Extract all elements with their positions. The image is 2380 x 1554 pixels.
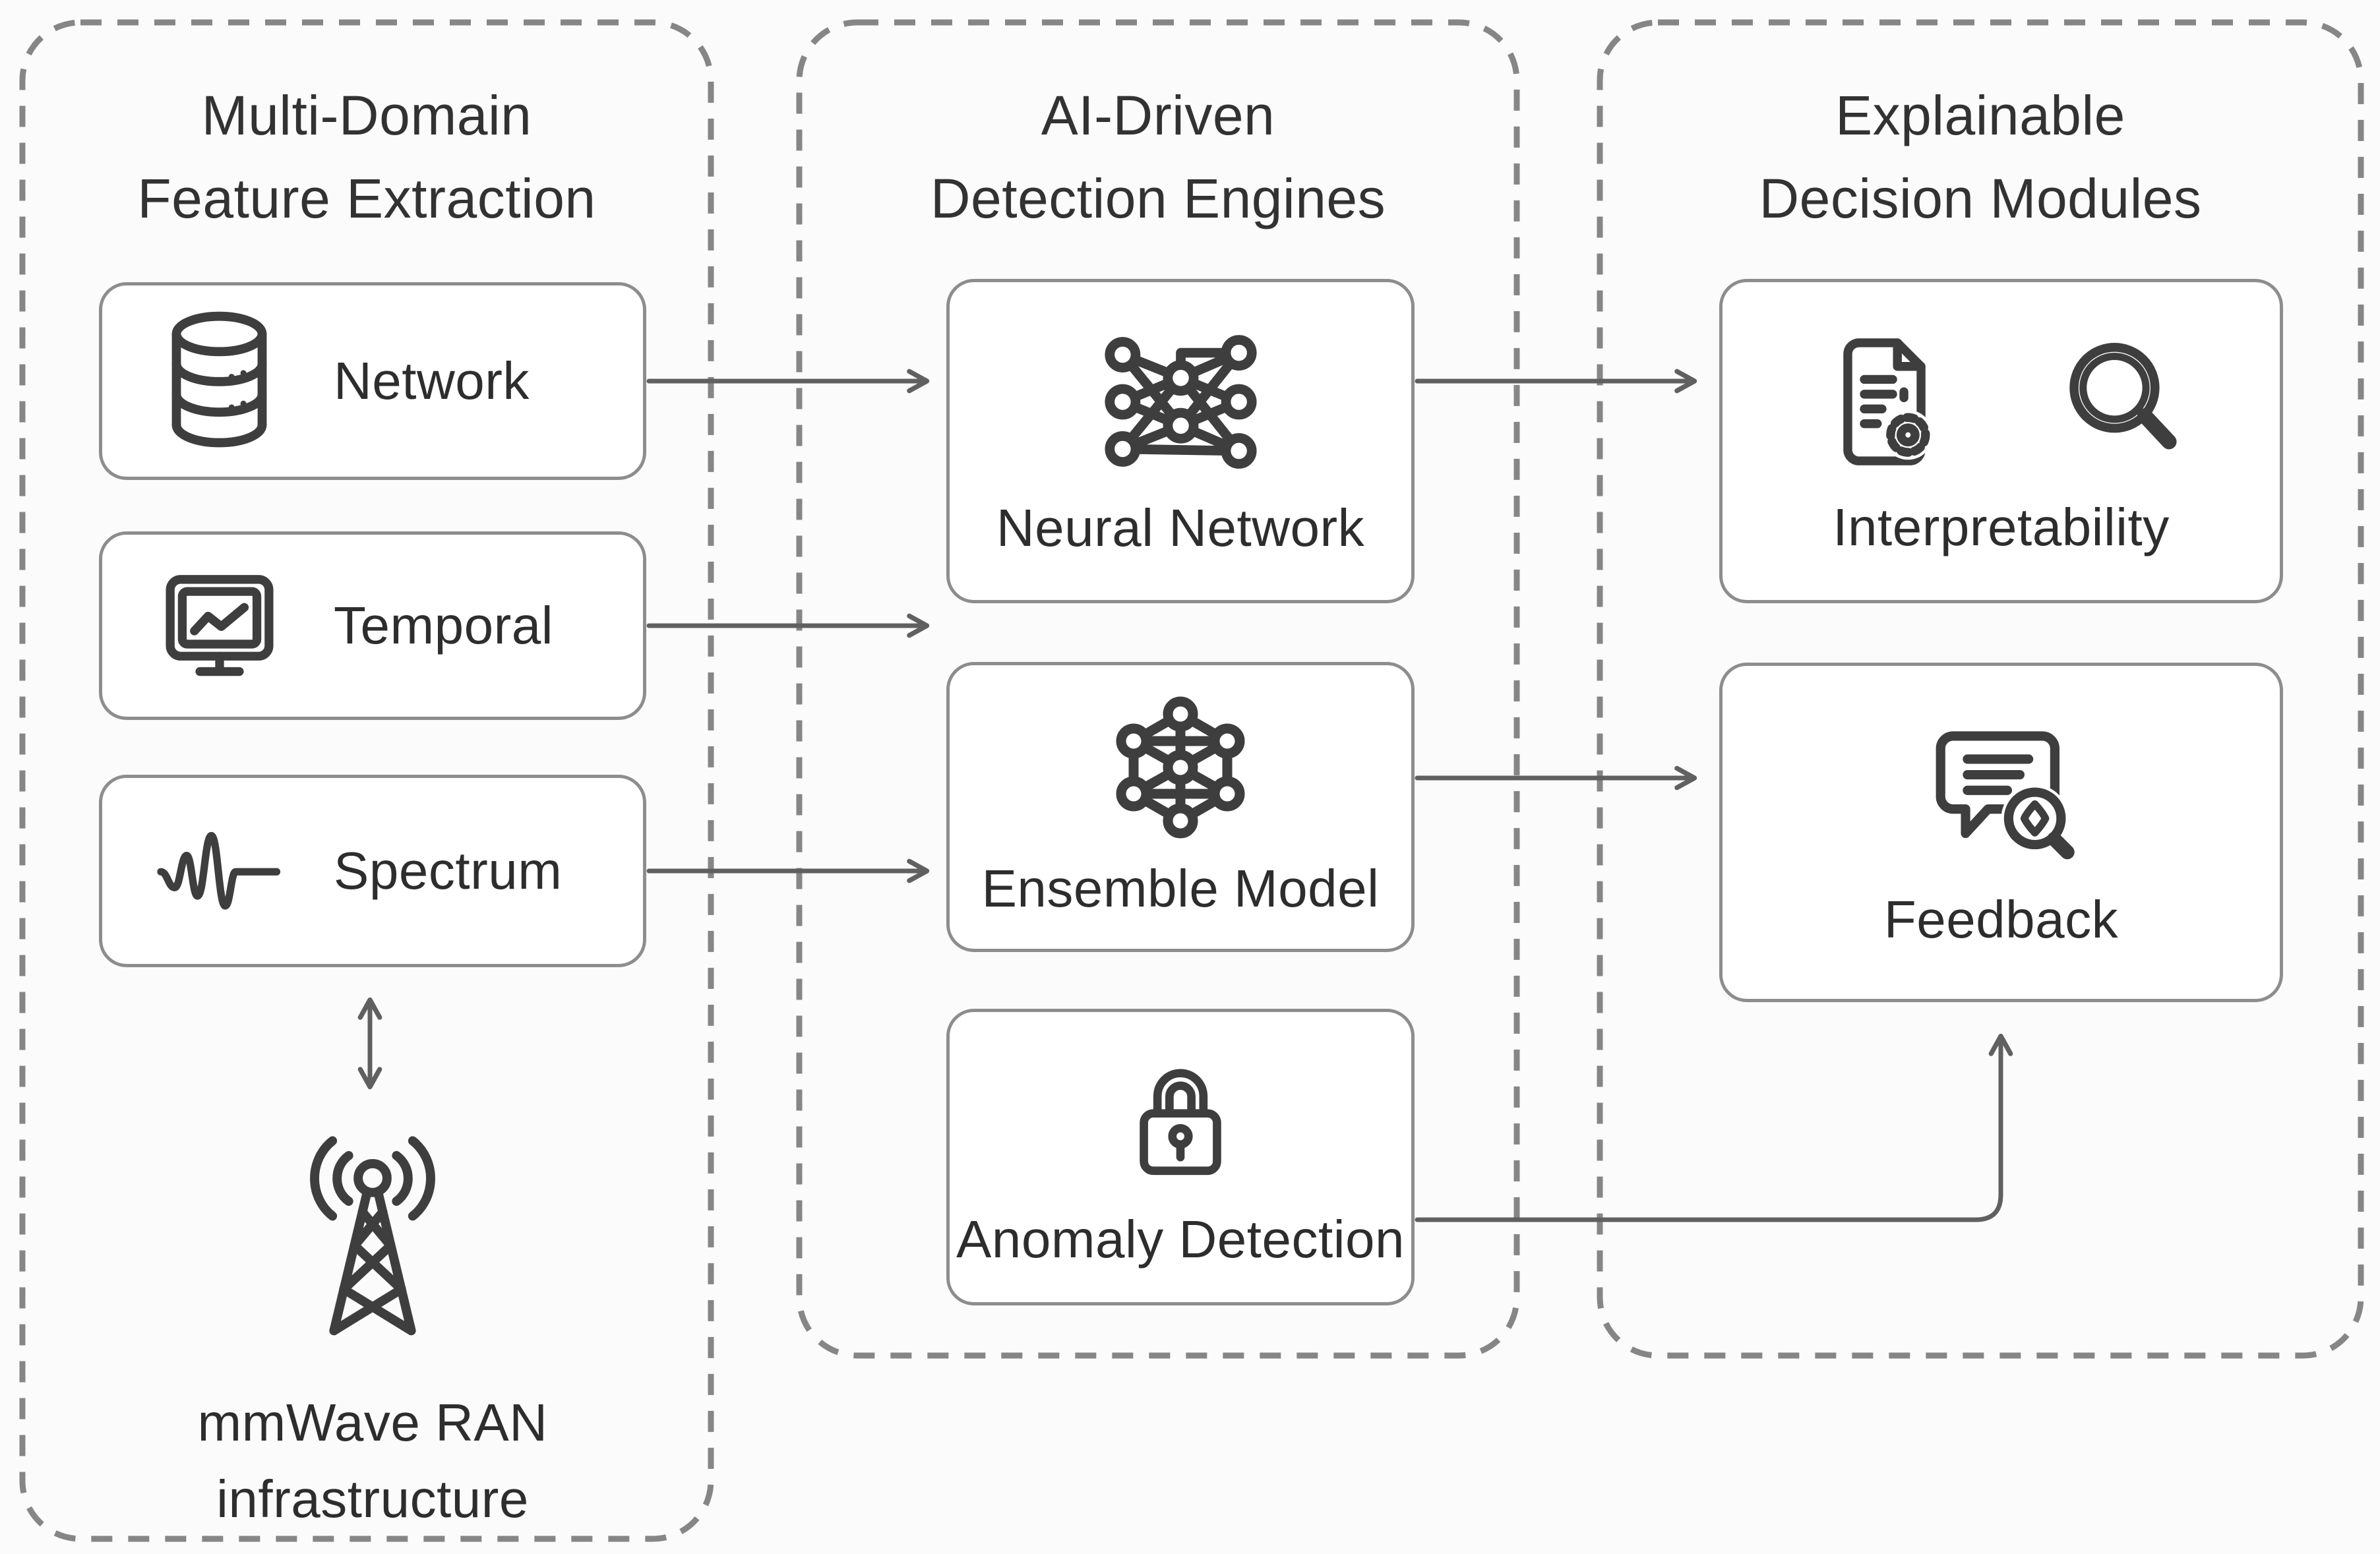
node-label: Anomaly Detection (956, 1210, 1405, 1269)
node-anomaly-detection: Anomaly Detection (946, 1009, 1415, 1305)
caption-line: infrastructure (216, 1470, 529, 1528)
title-feature-extraction: Multi-Domain Feature Extraction (22, 74, 711, 240)
title-line: Explainable (1835, 84, 2125, 146)
document-gear-icon (1843, 338, 1933, 465)
arrow-anomaly-detection-to-feedback (1415, 1033, 2013, 1222)
database-icon (171, 311, 267, 448)
node-feedback: Feedback (1719, 663, 2283, 1002)
node-label: Interpretability (1833, 497, 2170, 556)
container-decision-modules (1597, 19, 2364, 1359)
magnifier-icon (2069, 342, 2177, 449)
node-spectrum: Spectrum (99, 775, 646, 967)
node-label: Feedback (1883, 890, 2119, 949)
node-label: Ensemble Model (981, 859, 1380, 918)
node-label: Temporal (334, 596, 554, 655)
title-decision-modules: Explainable Decision Modules (1600, 74, 2361, 240)
icon-row (1814, 325, 2189, 479)
title-line: Detection Engines (930, 167, 1386, 229)
node-network: Network (99, 282, 646, 480)
ensemble-graph-icon (1116, 696, 1245, 839)
chat-search-icon (1936, 731, 2075, 860)
title-detection-engines: AI-Driven Detection Engines (799, 74, 1517, 240)
title-line: Feature Extraction (137, 167, 596, 229)
container-detection-engines (796, 19, 1520, 1359)
title-line: AI-Driven (1041, 84, 1275, 146)
monitor-chart-icon (165, 574, 274, 676)
icon-slot (148, 824, 290, 918)
title-line: Decision Modules (1759, 167, 2202, 229)
icon-slot (148, 566, 290, 686)
node-ensemble-model: Ensemble Model (946, 662, 1415, 952)
container-feature-extraction (19, 19, 714, 1542)
node-neural-network: Neural Network (946, 279, 1415, 603)
antenna-icon (310, 1136, 435, 1336)
node-temporal: Temporal (99, 531, 646, 720)
caption-line: mmWave RAN (197, 1393, 548, 1452)
icon-slot (148, 306, 290, 456)
title-line: Multi-Domain (201, 84, 532, 146)
node-label: Neural Network (996, 498, 1365, 557)
infrastructure-caption: mmWave RAN infrastructure (89, 1385, 656, 1538)
node-label: Spectrum (334, 841, 563, 900)
neural-network-icon (1104, 334, 1257, 469)
waveform-icon (157, 831, 281, 910)
node-label: Network (334, 351, 530, 410)
node-interpretability: Interpretability (1719, 279, 2283, 603)
padlock-icon (1140, 1069, 1221, 1176)
